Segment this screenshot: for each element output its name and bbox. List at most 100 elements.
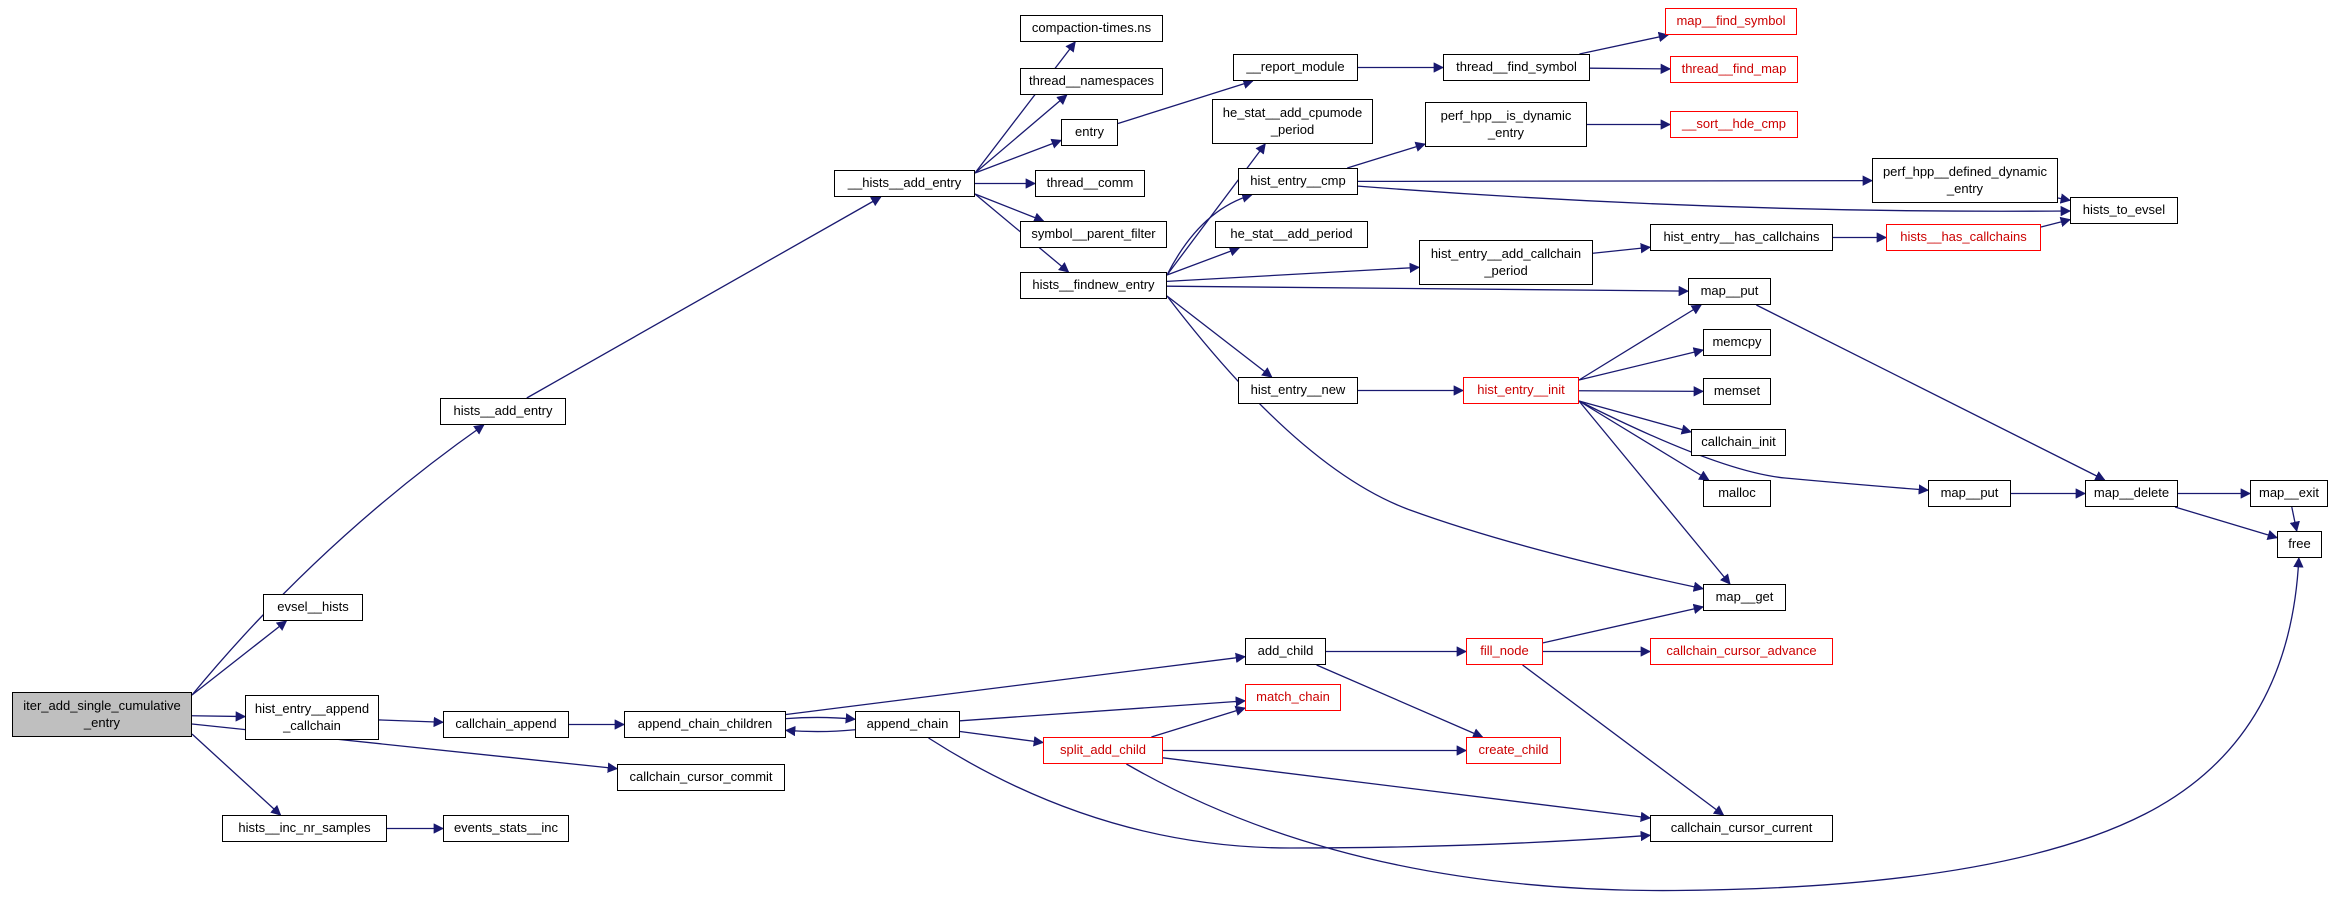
node-hist_entry__cmp[interactable]: hist_entry__cmp [1238,168,1358,195]
node-perf_hpp__is_dynamic_entry[interactable]: perf_hpp__is_dynamic_entry [1425,102,1587,147]
node-label: iter_add_single_cumulative [23,698,181,714]
node-map__find_symbol[interactable]: map__find_symbol [1665,8,1797,35]
node-iter_add_single_cumulative_entry[interactable]: iter_add_single_cumulative_entry [12,692,192,737]
node-label: _period [1270,121,1315,137]
node-append_chain[interactable]: append_chain [855,711,960,738]
node-__hists__add_entry[interactable]: __hists__add_entry [834,170,975,197]
node-callchain_init[interactable]: callchain_init [1691,429,1786,456]
node-he_stat__add_cpumode_period[interactable]: he_stat__add_cpumode_period [1212,99,1373,144]
node-label: memset [1713,383,1761,399]
node-hist_entry__add_callchain_period[interactable]: hist_entry__add_callchain_period [1419,240,1593,285]
edge-hist_entry__init--map__get [1578,400,1731,585]
edge-hist_entry__init--malloc [1578,400,1710,481]
node-events_stats__inc[interactable]: events_stats__inc [443,815,569,842]
node-label: map__put [1940,485,1999,501]
node-thread__namespaces[interactable]: thread__namespaces [1020,68,1163,95]
node-split_add_child[interactable]: split_add_child [1043,737,1163,764]
node-thread__find_map[interactable]: thread__find_map [1670,56,1798,83]
node-label: thread__namespaces [1028,73,1155,89]
node-label: free [2288,536,2311,552]
node-label: hists_to_evsel [2082,202,2166,218]
node-__sort__hde_cmp[interactable]: __sort__hde_cmp [1670,111,1798,138]
node-label: map__put [1700,283,1759,299]
node-label: events_stats__inc [453,820,559,836]
node-label: compaction-times.ns [1031,20,1152,36]
node-label: hist_entry__init [1477,382,1565,398]
edge-group [191,31,2304,892]
edge-map__delete--free [2174,506,2278,540]
node-label: _entry [1946,180,1984,196]
node-entry[interactable]: entry [1061,119,1118,146]
node-label: map__exit [2259,485,2319,501]
node-label: memcpy [1712,334,1762,350]
node-evsel__hists[interactable]: evsel__hists [263,594,363,621]
node-callchain_append[interactable]: callchain_append [443,711,569,738]
edge-hists__findnew_entry--hist_entry__add_callchain_period [1166,262,1421,283]
node-free[interactable]: free [2277,531,2322,558]
node-label: he_stat__add_cpumode [1222,105,1363,121]
node-map__put-2[interactable]: map__put [1928,480,2011,507]
node-he_stat__add_period[interactable]: he_stat__add_period [1215,221,1368,248]
node-append_chain_children[interactable]: append_chain_children [624,711,786,738]
node-label: hists__inc_nr_samples [238,820,371,836]
edge-split_add_child--match_chain [1151,705,1246,738]
node-hists__has_callchains[interactable]: hists__has_callchains [1886,224,2041,251]
edge-hist_entry__init--map__put [1578,304,1702,381]
node-thread__find_symbol[interactable]: thread__find_symbol [1443,54,1590,81]
node-label: _period [1484,262,1528,278]
edge-hists__findnew_entry--map__put [1166,285,1690,297]
node-create_child[interactable]: create_child [1466,737,1561,764]
edge-hists__findnew_entry--hist_entry__cmp [1166,192,1253,276]
edge-hists__findnew_entry--he_stat__add_cpumode_period [1166,143,1266,276]
node-label: split_add_child [1059,742,1146,758]
node-fill_node[interactable]: fill_node [1466,638,1543,665]
node-symbol__parent_filter[interactable]: symbol__parent_filter [1020,221,1167,248]
edge-hist_entry__init--memset [1578,386,1705,397]
node-label: hists__findnew_entry [1032,277,1155,293]
node-memcpy[interactable]: memcpy [1703,329,1771,356]
node-hist_entry__append_callchain[interactable]: hist_entry__append_callchain [245,695,379,740]
node-label: hist_entry__cmp [1250,173,1346,189]
node-add_child[interactable]: add_child [1245,638,1326,665]
edge-__hists__add_entry--symbol__parent_filter [974,193,1045,223]
node-map__get[interactable]: map__get [1703,584,1786,611]
edge-iter_add_single_cumulative_entry--evsel__hists [191,620,288,696]
edge-__hists__add_entry--thread__namespaces [974,94,1068,174]
edge-append_chain_children--append_chain [785,713,857,724]
node-perf_hpp__defined_dynamic_entry[interactable]: perf_hpp__defined_dynamic_entry [1872,158,2058,203]
node-map__exit[interactable]: map__exit [2250,480,2328,507]
node-label: fill_node [1480,643,1529,659]
edge-append_chain--callchain_cursor_current [928,737,1652,849]
node-label: hist_entry__new [1250,382,1346,398]
node-hists__add_entry[interactable]: hists__add_entry [440,398,566,425]
node-label: append_chain_children [637,716,773,732]
node-label: hists__add_entry [453,403,553,419]
node-map__delete[interactable]: map__delete [2085,480,2178,507]
node-hist_entry__new[interactable]: hist_entry__new [1238,377,1358,404]
node-hists__findnew_entry[interactable]: hists__findnew_entry [1020,272,1167,299]
node-label: thread__comm [1046,175,1134,191]
node-label: match_chain [1256,689,1330,705]
node-callchain_cursor_current[interactable]: callchain_cursor_current [1650,815,1833,842]
node-map__put[interactable]: map__put [1688,278,1771,305]
node-label: evsel__hists [277,599,349,615]
edge-map__put--map__delete [1756,304,2106,481]
node-__report_module[interactable]: __report_module [1233,54,1358,81]
node-match_chain[interactable]: match_chain [1245,684,1341,711]
edge-fill_node--callchain_cursor_current [1522,664,1725,816]
node-malloc[interactable]: malloc [1703,480,1771,507]
node-hist_entry__init[interactable]: hist_entry__init [1463,377,1579,404]
edge-thread__find_symbol--thread__find_map [1589,63,1672,75]
edge-hist_entry__init--callchain_init [1578,400,1693,435]
node-callchain_cursor_commit[interactable]: callchain_cursor_commit [617,764,785,791]
edge-split_add_child--callchain_cursor_current [1162,757,1652,823]
edge-iter_add_single_cumulative_entry--hists__inc_nr_samples [191,733,282,816]
node-hists__inc_nr_samples[interactable]: hists__inc_nr_samples [222,815,387,842]
node-memset[interactable]: memset [1703,378,1771,405]
node-thread__comm[interactable]: thread__comm [1035,170,1145,197]
node-hists_to_evsel[interactable]: hists_to_evsel [2070,197,2178,224]
node-callchain_cursor_advance[interactable]: callchain_cursor_advance [1650,638,1833,665]
edge-iter_add_single_cumulative_entry--hist_entry__append_callchain [191,711,247,722]
node-compaction-times.ns[interactable]: compaction-times.ns [1020,15,1163,42]
node-hist_entry__has_callchains[interactable]: hist_entry__has_callchains [1650,224,1833,251]
